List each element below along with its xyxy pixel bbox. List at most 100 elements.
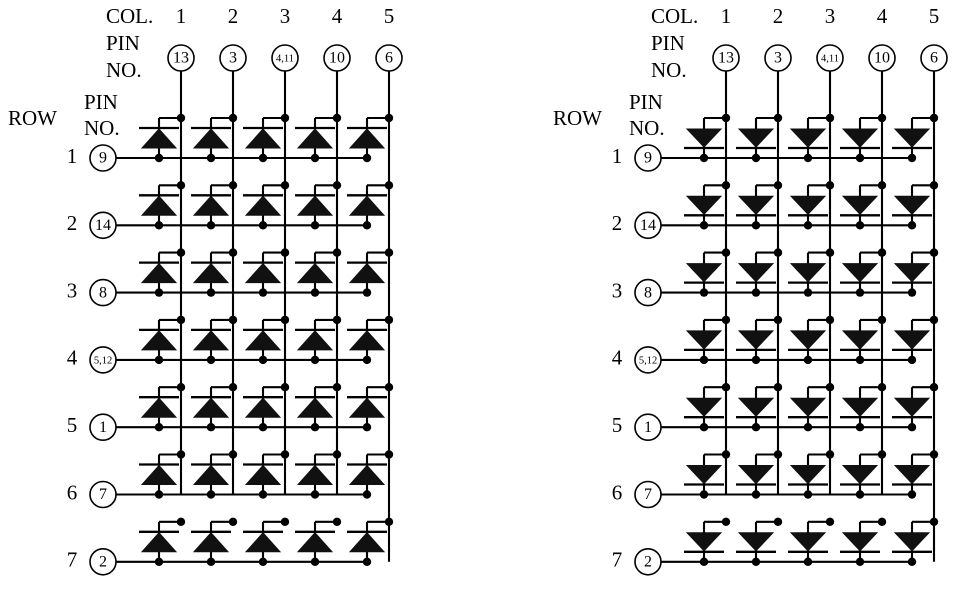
row-index-label: 4 bbox=[612, 346, 623, 370]
led-diode-triangle bbox=[893, 465, 931, 485]
led-cell bbox=[295, 315, 342, 365]
column-junction-dot bbox=[877, 181, 887, 190]
led-cell bbox=[892, 383, 939, 432]
led-cell bbox=[788, 450, 835, 499]
column-junction-dot bbox=[721, 181, 731, 190]
column-junction-dot bbox=[721, 517, 731, 526]
column-junction-dot bbox=[773, 181, 783, 190]
led-diode-triangle bbox=[140, 262, 178, 284]
row-junction-dot bbox=[206, 288, 216, 297]
row-junction-dot bbox=[803, 153, 813, 163]
column-4: 410 bbox=[323, 4, 351, 495]
column-junction-dot bbox=[176, 248, 186, 257]
column-junction-dot bbox=[384, 517, 394, 526]
row-junction-dot bbox=[154, 557, 164, 566]
column-pin-number: 4,11 bbox=[821, 53, 839, 64]
col-header-line1: COL. bbox=[651, 4, 698, 28]
column-3: 34,11 bbox=[816, 4, 844, 495]
column-pin-number: 4,11 bbox=[276, 53, 294, 64]
column-index-label: 3 bbox=[280, 4, 291, 28]
row-junction-dot bbox=[751, 221, 761, 230]
led-cell bbox=[788, 181, 835, 230]
column-junction-dot bbox=[929, 383, 939, 392]
led-cell bbox=[684, 315, 731, 365]
led-cell bbox=[243, 113, 290, 163]
column-junction-dot bbox=[825, 315, 835, 325]
led-cell bbox=[840, 450, 887, 499]
column-junction-dot bbox=[384, 315, 394, 325]
led-diode-triangle bbox=[244, 195, 282, 216]
row-junction-dot bbox=[258, 423, 268, 432]
row-pin-number: 1 bbox=[644, 419, 652, 436]
row-junction-dot bbox=[258, 221, 268, 230]
led-diode-triangle bbox=[789, 532, 827, 552]
led-diode-triangle bbox=[192, 128, 230, 149]
led-cell bbox=[892, 315, 939, 365]
led-diode-triangle bbox=[192, 397, 230, 418]
led-cell bbox=[243, 517, 290, 566]
column-index-label: 4 bbox=[332, 4, 343, 28]
row-junction-dot bbox=[803, 557, 813, 566]
led-diode-triangle bbox=[685, 330, 723, 350]
led-diode-triangle bbox=[244, 330, 282, 351]
led-diode-triangle bbox=[737, 532, 775, 552]
row-junction-dot bbox=[751, 153, 761, 163]
led-diode-triangle bbox=[685, 465, 723, 485]
led-cell bbox=[840, 181, 887, 230]
led-cell bbox=[139, 181, 186, 230]
led-cell bbox=[347, 450, 394, 499]
row-2: 2 14 bbox=[67, 211, 367, 240]
column-1: 113 bbox=[167, 4, 195, 495]
column-pin-number: 13 bbox=[173, 50, 189, 67]
column-junction-dot bbox=[773, 248, 783, 257]
led-cell bbox=[139, 517, 186, 566]
led-diode-triangle bbox=[192, 195, 230, 216]
led-diode-triangle bbox=[893, 128, 931, 148]
led-cell bbox=[788, 113, 835, 163]
row-index-label: 2 bbox=[67, 211, 78, 235]
led-cell bbox=[684, 517, 731, 566]
column-junction-dot bbox=[280, 248, 290, 257]
led-diode-triangle bbox=[296, 397, 334, 418]
led-diode-triangle bbox=[841, 532, 879, 552]
row-junction-dot bbox=[907, 288, 917, 297]
led-cell bbox=[840, 113, 887, 163]
led-cell bbox=[840, 517, 887, 566]
row-junction-dot bbox=[907, 423, 917, 432]
column-pin-number: 6 bbox=[930, 50, 938, 67]
led-cell bbox=[347, 181, 394, 230]
row-junction-dot bbox=[803, 423, 813, 432]
led-cell bbox=[892, 517, 939, 566]
row-junction-dot bbox=[206, 423, 216, 432]
column-2: 23 bbox=[219, 4, 247, 495]
column-pin-number: 3 bbox=[774, 50, 782, 67]
led-diode-triangle bbox=[140, 195, 178, 216]
row-index-label: 3 bbox=[67, 278, 78, 302]
led-diode-triangle bbox=[841, 263, 879, 283]
led-cell bbox=[684, 450, 731, 499]
column-junction-dot bbox=[280, 113, 290, 123]
row-junction-dot bbox=[803, 355, 813, 365]
row-junction-dot bbox=[751, 557, 761, 566]
row-junction-dot bbox=[907, 557, 917, 566]
column-pin-number: 3 bbox=[229, 50, 237, 67]
row-junction-dot bbox=[751, 423, 761, 432]
column-junction-dot bbox=[332, 315, 342, 325]
column-junction-dot bbox=[384, 450, 394, 459]
column-pin-number: 6 bbox=[385, 50, 393, 67]
led-diode-triangle bbox=[893, 195, 931, 216]
led-cell bbox=[347, 113, 394, 163]
led-cell bbox=[788, 248, 835, 297]
row-pin-number: 8 bbox=[644, 284, 652, 301]
row-junction-dot bbox=[310, 153, 320, 163]
led-diode-triangle bbox=[348, 195, 386, 216]
column-junction-dot bbox=[929, 450, 939, 459]
led-diode-triangle bbox=[685, 397, 723, 417]
row-pin-number: 14 bbox=[95, 217, 111, 234]
column-junction-dot bbox=[825, 248, 835, 257]
led-diode-triangle bbox=[348, 330, 386, 351]
column-junction-dot bbox=[773, 450, 783, 459]
led-diode-triangle bbox=[841, 465, 879, 485]
led-diode-triangle bbox=[685, 532, 723, 552]
